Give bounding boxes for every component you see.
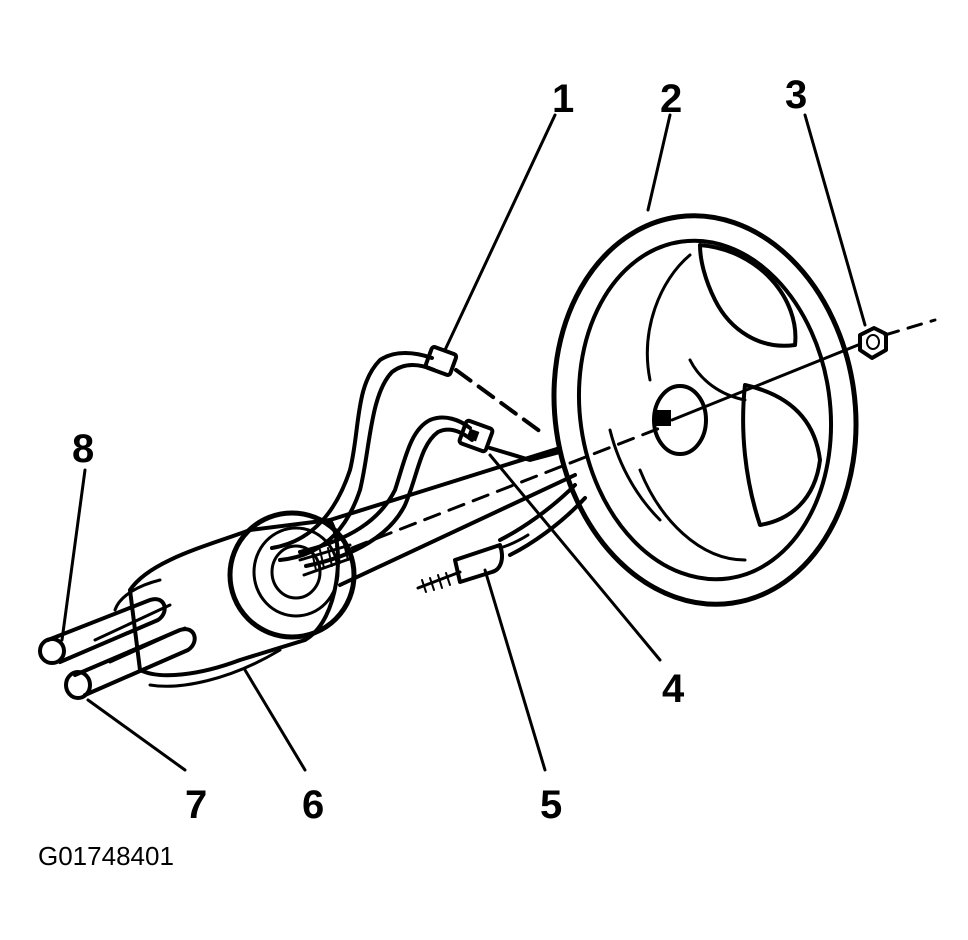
callout-5: 5 xyxy=(540,783,562,827)
figure-id: G01748401 xyxy=(38,841,174,871)
connector-1 xyxy=(423,345,547,437)
callout-4: 4 xyxy=(662,667,685,711)
steering-wheel xyxy=(551,213,859,607)
callout-1: 1 xyxy=(552,77,574,121)
callout-8: 8 xyxy=(72,427,94,471)
leader-lines xyxy=(60,113,867,772)
callout-7: 7 xyxy=(185,783,207,827)
connector-4 xyxy=(457,418,562,462)
steering-column xyxy=(38,426,662,700)
sensor-connector-5 xyxy=(416,533,530,593)
callout-2: 2 xyxy=(660,77,682,121)
callout-3: 3 xyxy=(785,73,807,117)
nut-3 xyxy=(670,318,937,422)
callout-6: 6 xyxy=(302,783,324,827)
